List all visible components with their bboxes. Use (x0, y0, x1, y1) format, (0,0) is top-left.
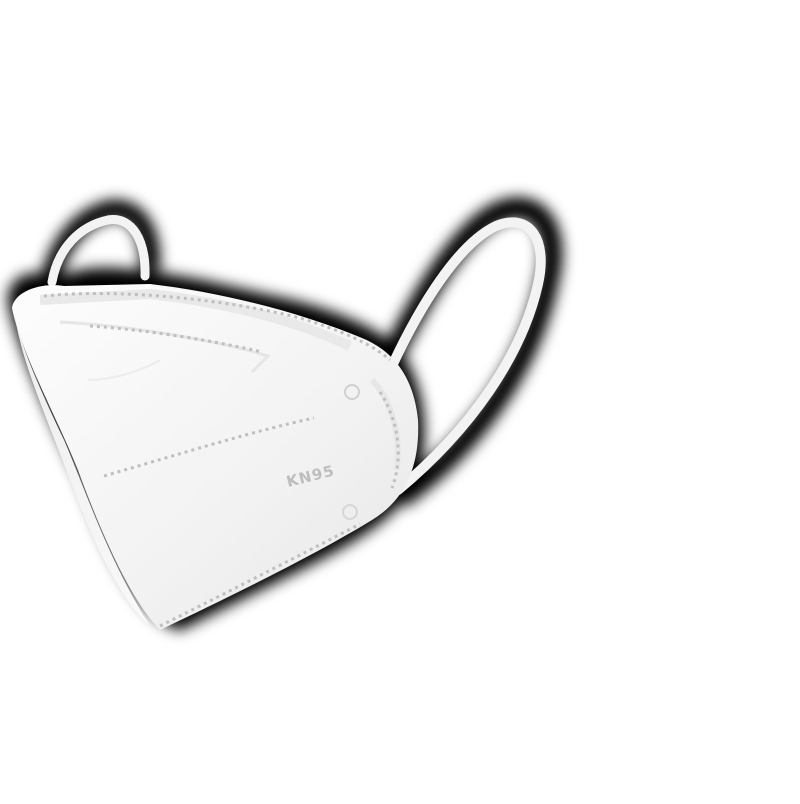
ear-loop-right (387, 217, 546, 495)
mask-stitching (43, 291, 400, 628)
loop-welds (342, 384, 360, 520)
ear-loop-left (47, 215, 150, 287)
